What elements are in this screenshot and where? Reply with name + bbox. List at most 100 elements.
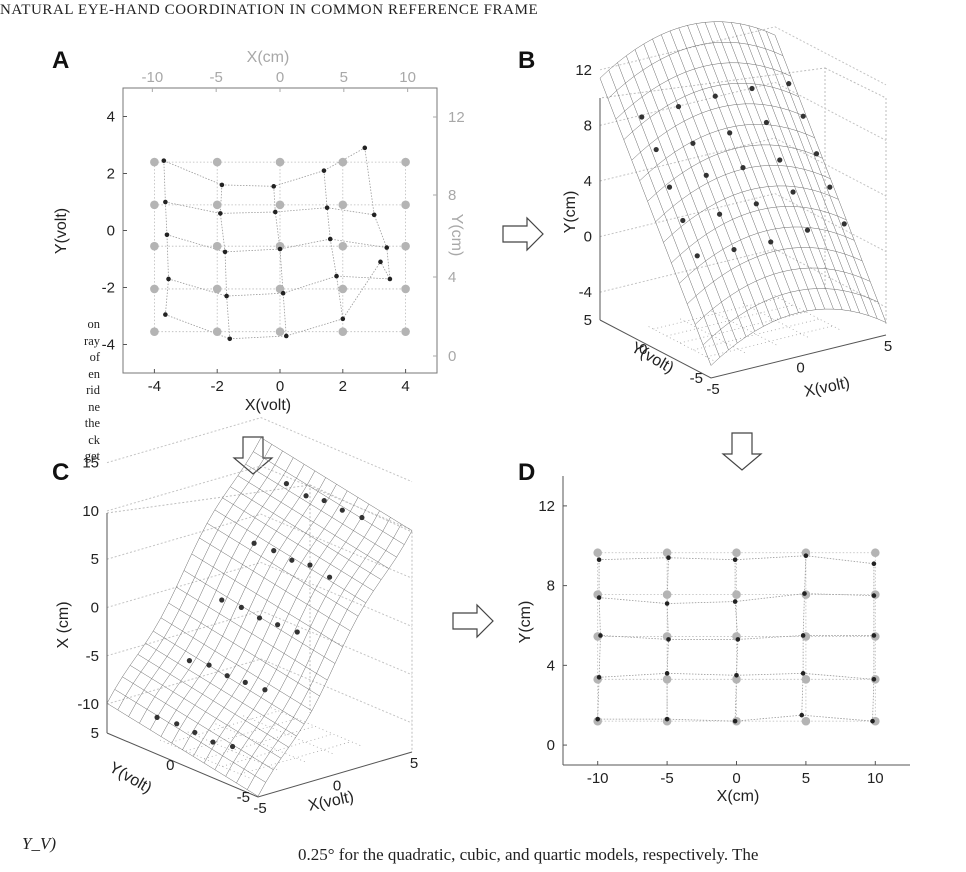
fit-point	[763, 119, 770, 126]
y-label-c: Y(volt)	[106, 759, 155, 797]
z-tick-label: 15	[82, 455, 99, 472]
target-point	[732, 548, 741, 558]
fit-point	[262, 687, 268, 693]
fit-point	[256, 615, 263, 621]
fixation-point	[378, 259, 383, 265]
x2-tick-label: -10	[142, 69, 164, 86]
fixation-point	[664, 671, 670, 676]
x-tick-label: -5	[660, 770, 673, 787]
panel-label-c: C	[52, 459, 69, 486]
fixation-point	[218, 211, 223, 216]
target-point	[275, 284, 285, 294]
fixation-point	[277, 246, 283, 252]
fit-point	[339, 507, 345, 513]
target-point	[401, 157, 410, 167]
target-point	[871, 548, 880, 558]
z-tick-label: 4	[584, 173, 592, 190]
fit-point	[303, 493, 309, 499]
y-tick-label: 0	[166, 757, 174, 774]
caption-line: of	[89, 350, 100, 364]
arrow-right-icon	[502, 216, 544, 252]
x-tick-label: -5	[706, 381, 719, 398]
arrow-down-icon	[721, 432, 763, 471]
z-tick-label: 5	[91, 551, 99, 568]
x-tick-label: -4	[148, 378, 161, 395]
target-point	[662, 590, 672, 599]
fit-point	[219, 597, 225, 603]
y2-tick-label: 8	[448, 187, 456, 204]
fixation-point	[598, 633, 603, 638]
target-point	[212, 157, 222, 167]
body-text-line: 0.25° for the quadratic, cubic, and quar…	[298, 845, 759, 864]
x-label-d: X(cm)	[717, 788, 760, 805]
y-tick-label: 4	[107, 109, 115, 126]
target-point	[662, 674, 672, 684]
y-tick-label: -2	[102, 280, 115, 297]
formula-fragment: Y_V)	[22, 834, 56, 853]
fit-point	[359, 514, 365, 521]
fixation-point	[362, 145, 368, 151]
fit-point	[271, 548, 277, 554]
y-tick-label: 4	[547, 657, 555, 674]
fit-point	[294, 629, 300, 635]
fixation-point	[871, 676, 877, 682]
fixation-point	[799, 712, 805, 718]
caption-line: get	[84, 449, 100, 463]
fit-point	[307, 562, 313, 568]
fit-point	[242, 679, 248, 685]
fit-point	[712, 93, 718, 99]
target-point	[338, 200, 348, 210]
panel-label-b: B	[518, 47, 535, 74]
fixation-point	[596, 557, 602, 563]
fit-point	[753, 201, 759, 207]
fit-point	[192, 729, 198, 736]
fixation-point	[163, 199, 168, 205]
caption-line: the	[84, 416, 100, 430]
fit-point	[716, 211, 723, 217]
fit-point	[694, 253, 700, 259]
fit-point	[740, 165, 746, 171]
fit-point	[275, 622, 281, 628]
caption-line: ray	[84, 333, 100, 348]
panel-label-d: D	[518, 459, 535, 486]
z-tick-label: 12	[575, 62, 592, 79]
caption-line: ck	[88, 432, 100, 447]
fixation-point	[595, 716, 600, 722]
fit-point	[790, 189, 796, 195]
fit-point	[224, 673, 230, 679]
arrow-down-icon	[232, 436, 274, 475]
x-tick-label: -5	[253, 800, 266, 817]
fit-point	[238, 604, 244, 610]
y-tick-label: 5	[91, 725, 99, 742]
fit-point	[154, 714, 160, 721]
x-tick-label: -2	[211, 378, 224, 395]
fixation-point	[871, 561, 877, 566]
panel-label-a: A	[52, 47, 69, 74]
x-tick-label: -10	[587, 770, 609, 787]
fixation-point	[596, 675, 602, 680]
fit-point	[283, 481, 290, 487]
fixation-point	[164, 232, 170, 238]
z-tick-label: 0	[584, 229, 592, 246]
fit-point	[841, 221, 847, 227]
fixation-point	[163, 312, 168, 317]
fit-point	[731, 246, 737, 253]
x-tick-label: 0	[796, 360, 804, 377]
fixation-point	[800, 671, 806, 676]
target-point	[212, 284, 222, 294]
fit-point	[703, 172, 709, 178]
fit-point	[777, 157, 783, 163]
arrow-right-icon	[452, 603, 494, 639]
fixation-point	[871, 633, 877, 638]
x-label-b: X(volt)	[803, 374, 852, 400]
fixation-point	[803, 553, 809, 559]
fit-point	[666, 184, 673, 190]
x2-label-a: X(cm)	[247, 49, 290, 66]
target-point	[212, 200, 222, 210]
fixation-point	[227, 336, 233, 342]
target-point	[401, 284, 410, 294]
